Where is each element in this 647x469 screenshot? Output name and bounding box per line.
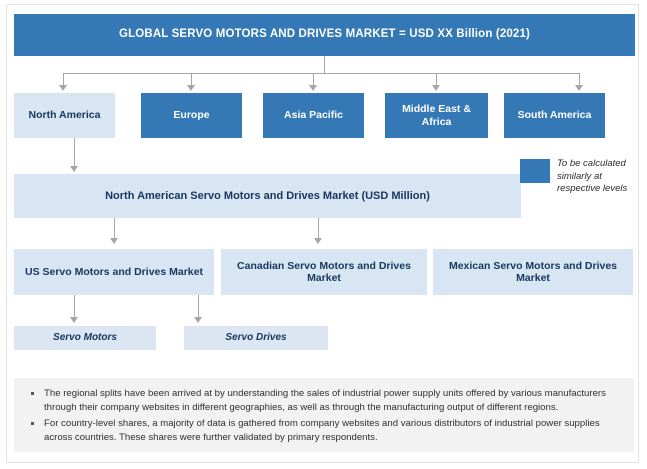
north-american-market-box[interactable]: North American Servo Motors and Drives M… — [14, 174, 521, 218]
arrowhead-canada — [314, 238, 322, 244]
arrowhead-servo-motors — [70, 317, 78, 323]
connector-title-stem — [324, 56, 325, 74]
connector-na-to-na-market — [74, 138, 75, 168]
country-box-us[interactable]: US Servo Motors and Drives Market — [14, 249, 214, 295]
connector-drop-north-america — [63, 73, 64, 87]
connector-region-bus — [63, 73, 579, 74]
legend: To be calculated similarly at respective… — [520, 158, 638, 196]
connector-drop-europe — [191, 73, 192, 87]
arrowhead-servo-drives — [194, 317, 202, 323]
connector-drop-asia-pacific — [313, 73, 314, 87]
country-box-mexico[interactable]: Mexican Servo Motors and Drives Market — [433, 249, 633, 295]
region-box-south-america[interactable]: South America — [504, 93, 605, 138]
note-item-regional-splits: The regional splits have been arrived at… — [28, 387, 620, 414]
connector-na-to-canada — [318, 218, 319, 240]
note-item-country-level-shares: For country-level shares, a majority of … — [28, 417, 620, 444]
arrowhead-south-america — [575, 85, 583, 91]
arrowhead-north-america — [59, 85, 67, 91]
connector-drop-south-america — [579, 73, 580, 87]
region-box-middle-east-africa[interactable]: Middle East & Africa — [385, 93, 488, 138]
notes-list: The regional splits have been arrived at… — [28, 387, 620, 444]
leaf-box-servo-drives[interactable]: Servo Drives — [184, 326, 328, 350]
arrowhead-middle-east — [432, 85, 440, 91]
arrowhead-asia-pacific — [309, 85, 317, 91]
region-box-north-america[interactable]: North America — [14, 93, 115, 138]
global-market-title-box: GLOBAL SERVO MOTORS AND DRIVES MARKET = … — [14, 14, 635, 56]
notes-panel: The regional splits have been arrived at… — [14, 378, 634, 452]
connector-us-to-servo-drives — [198, 295, 199, 319]
connector-na-to-us — [114, 218, 115, 240]
legend-label: To be calculated similarly at respective… — [557, 158, 628, 195]
connector-drop-middle-east — [436, 73, 437, 87]
legend-swatch-dark-blue — [520, 159, 550, 183]
diagram-border — [6, 4, 639, 463]
country-box-canada[interactable]: Canadian Servo Motors and Drives Market — [221, 249, 427, 295]
connector-us-to-servo-motors — [74, 295, 75, 319]
region-box-europe[interactable]: Europe — [141, 93, 242, 138]
leaf-box-servo-motors[interactable]: Servo Motors — [14, 326, 156, 350]
arrowhead-us — [110, 238, 118, 244]
region-box-asia-pacific[interactable]: Asia Pacific — [263, 93, 364, 138]
arrowhead-na-market — [70, 166, 78, 172]
arrowhead-europe — [187, 85, 195, 91]
